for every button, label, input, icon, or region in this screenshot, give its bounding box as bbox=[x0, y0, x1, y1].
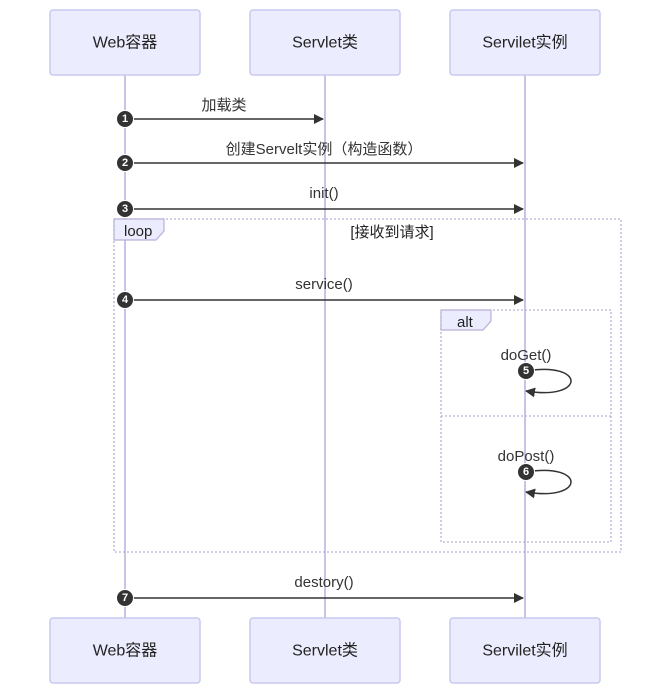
actor-label: Web容器 bbox=[93, 642, 158, 660]
message-create-instance: 创建Servelt实例（构造函数） 2 bbox=[116, 141, 524, 172]
sequence-number: 7 bbox=[122, 592, 128, 604]
actor-web-container-top: Web容器 bbox=[49, 9, 201, 76]
message-label: init() bbox=[309, 185, 338, 202]
message-init: init() 3 bbox=[116, 185, 524, 218]
message-service: service() 4 bbox=[116, 276, 524, 309]
sequence-number: 3 bbox=[122, 203, 128, 215]
sequence-number: 6 bbox=[523, 466, 529, 478]
loop-condition: [接收到请求] bbox=[350, 224, 433, 241]
sequence-number: 4 bbox=[122, 294, 129, 306]
alt-frame: alt bbox=[440, 309, 612, 543]
actor-servlet-class-top: Servlet类 bbox=[249, 9, 401, 76]
actor-web-container-bottom: Web容器 bbox=[49, 617, 201, 684]
sequence-number: 1 bbox=[122, 113, 128, 125]
message-label: 加载类 bbox=[201, 97, 246, 114]
message-label: doPost() bbox=[498, 448, 555, 465]
actor-servlet-instance-top: Servilet实例 bbox=[449, 9, 601, 76]
sequence-number: 5 bbox=[523, 365, 529, 377]
actor-label: Servlet类 bbox=[292, 642, 358, 660]
message-destroy: destory() 7 bbox=[116, 574, 524, 607]
actor-label: Servlet类 bbox=[292, 34, 358, 52]
message-label: 创建Servelt实例（构造函数） bbox=[226, 141, 423, 158]
message-do-get: doGet() 5 bbox=[501, 347, 572, 398]
message-label: service() bbox=[295, 276, 353, 293]
loop-keyword: loop bbox=[124, 223, 152, 240]
actor-label: Servilet实例 bbox=[482, 642, 567, 660]
loop-frame: loop [接收到请求] bbox=[113, 218, 622, 553]
message-do-post: doPost() 6 bbox=[498, 448, 572, 499]
actor-servlet-instance-bottom: Servilet实例 bbox=[449, 617, 601, 684]
sequence-number: 2 bbox=[122, 157, 128, 169]
actor-label: Servilet实例 bbox=[482, 34, 567, 52]
message-label: doGet() bbox=[501, 347, 552, 364]
message-label: destory() bbox=[294, 574, 353, 591]
message-load-class: 加载类 1 bbox=[116, 97, 324, 128]
actor-servlet-class-bottom: Servlet类 bbox=[249, 617, 401, 684]
actor-label: Web容器 bbox=[93, 34, 158, 52]
alt-keyword: alt bbox=[457, 314, 474, 331]
